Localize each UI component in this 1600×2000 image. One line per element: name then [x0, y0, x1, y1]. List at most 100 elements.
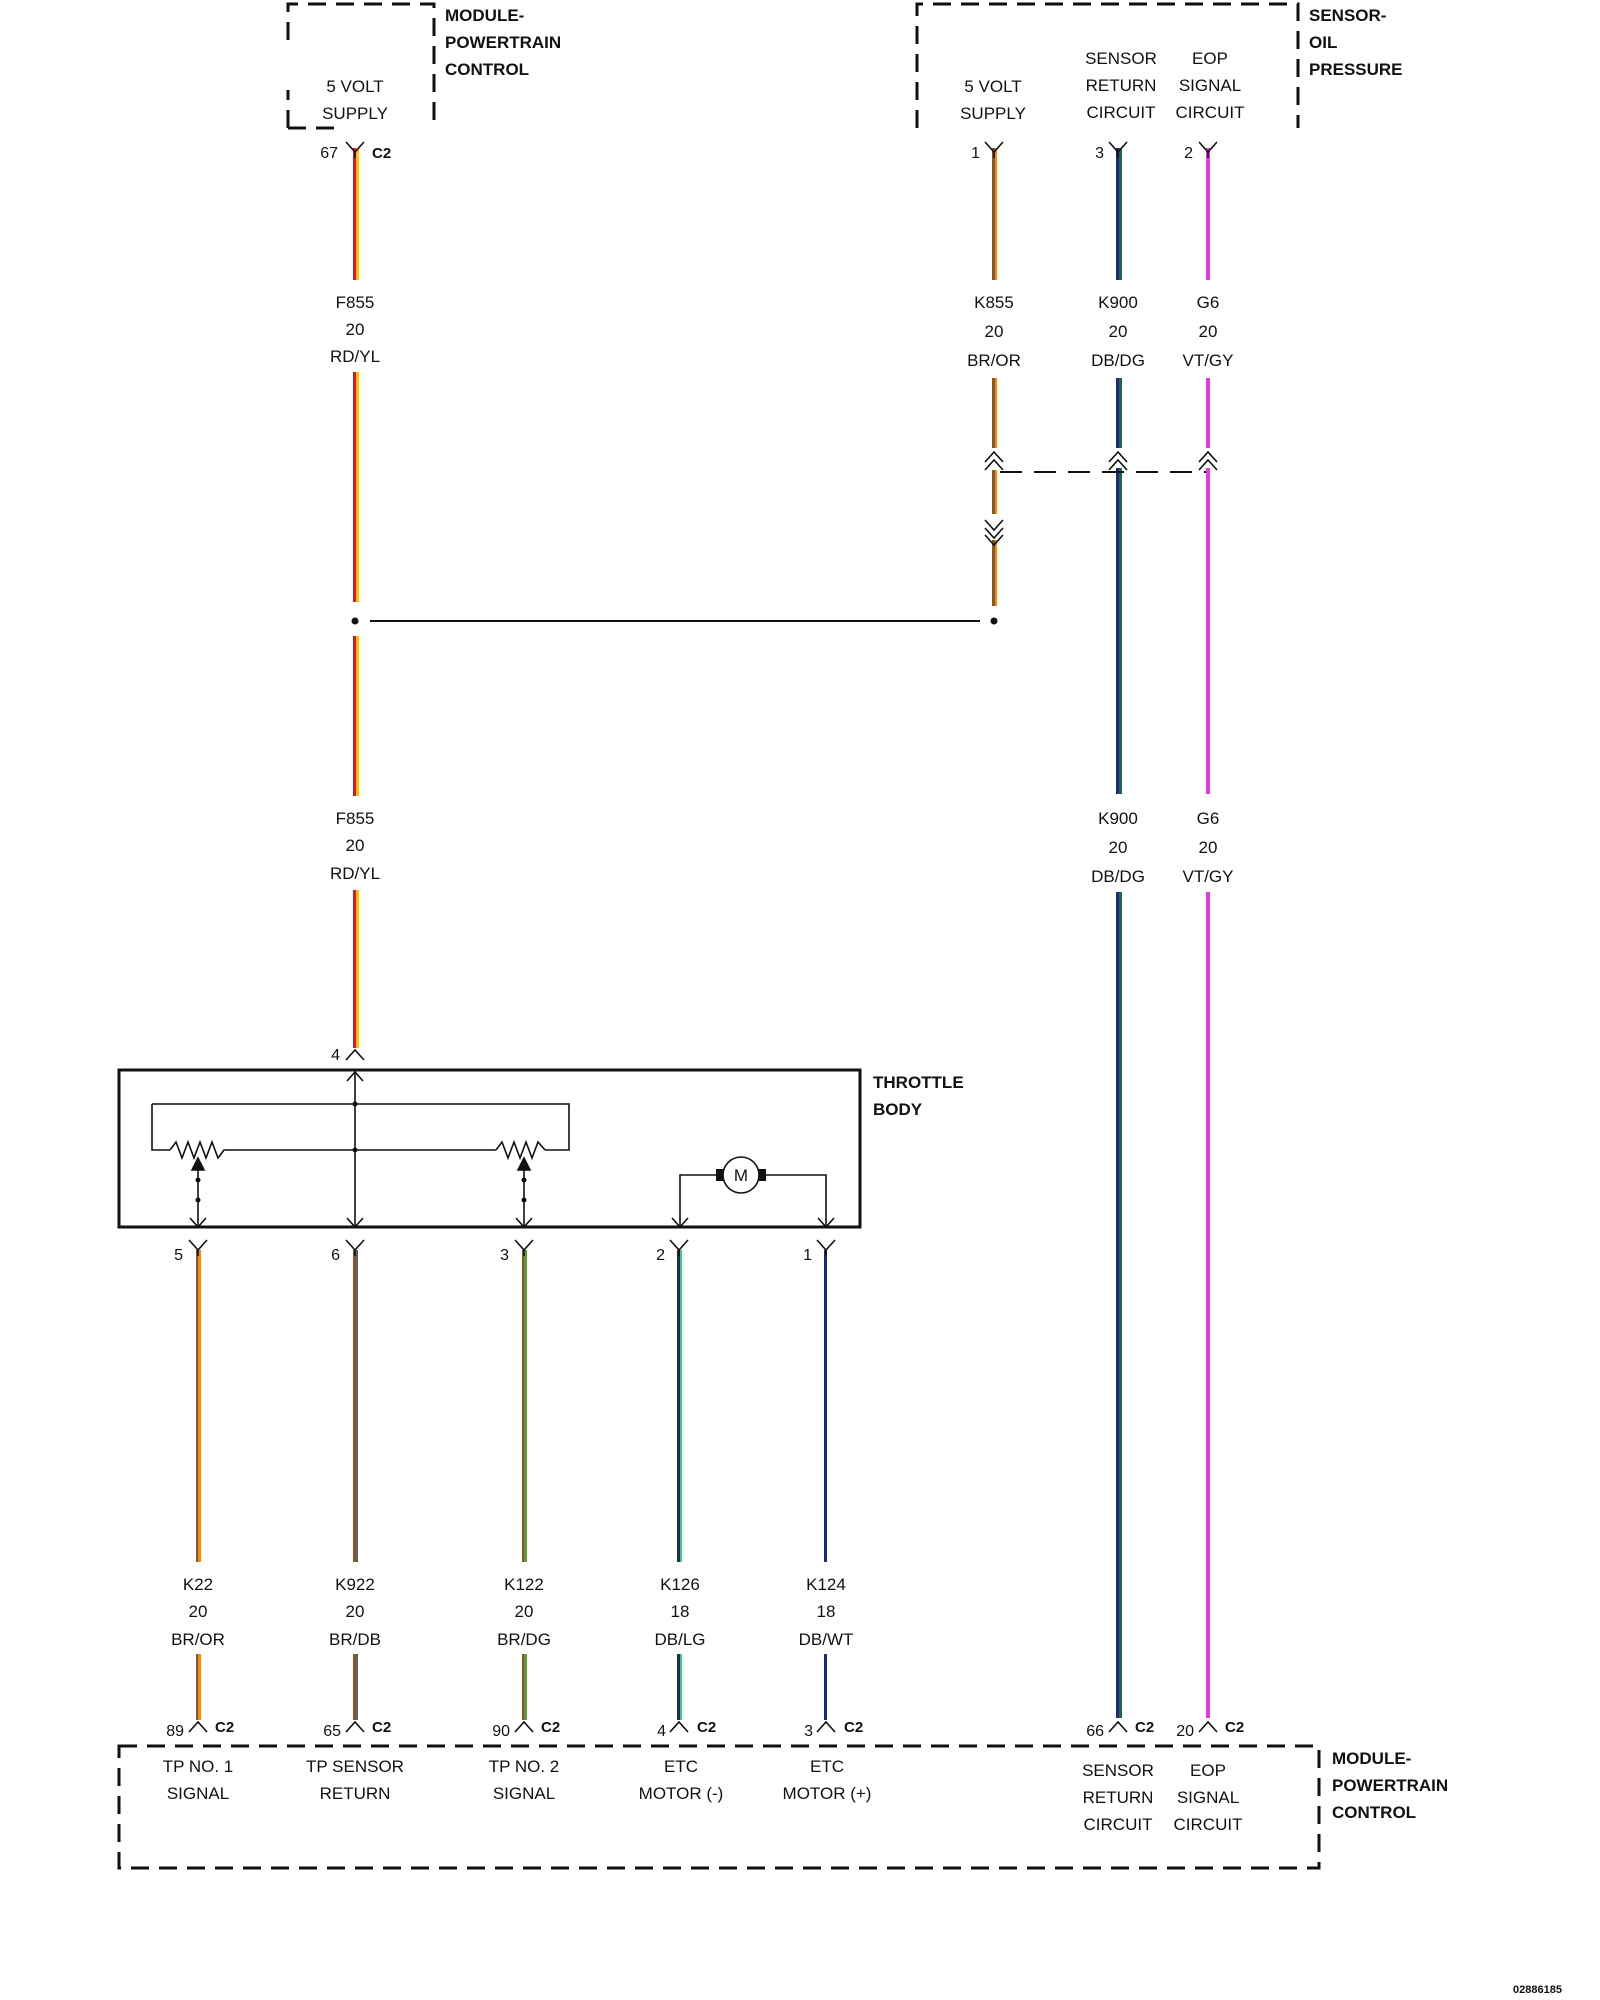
oil-sensor-pin2-label-1: EOP [1192, 49, 1228, 68]
g6-upper-color: VT/GY [1182, 351, 1233, 370]
k900-lower-color: DB/DG [1091, 867, 1145, 886]
oil-sensor-pin1-label-1: 5 VOLT [964, 77, 1021, 96]
k900-lower-gauge: 20 [1109, 838, 1128, 857]
pin-pcm-3-conn: C2 [844, 1719, 863, 1736]
k900-upper-color: DB/DG [1091, 351, 1145, 370]
pcm-etc-minus-label-1: ETC [664, 1757, 698, 1776]
k126-color: DB/LG [654, 1630, 705, 1649]
pin-throttle-1: 1 [803, 1247, 812, 1264]
pcm-tps-return-label-1: TP SENSOR [306, 1757, 404, 1776]
pin-pcm-20: 20 [1176, 1723, 1194, 1740]
f855-upper-id: F855 [336, 293, 375, 312]
document-number: 02886185 [1513, 1984, 1562, 1996]
f855-lower-gauge: 20 [346, 836, 365, 855]
f855-lower-id: F855 [336, 809, 375, 828]
pin-pcm-3: 3 [804, 1723, 813, 1740]
pin-pcm-20-conn: C2 [1225, 1719, 1244, 1736]
pcm-top-component: MODULE- POWERTRAIN CONTROL 5 VOLT SUPPLY [286, 2, 561, 130]
g6-lower-color: VT/GY [1182, 867, 1233, 886]
pcm-tps-return-label-2: RETURN [320, 1784, 391, 1803]
pin-throttle-5: 5 [174, 1247, 183, 1264]
pin-pcm-65-conn: C2 [372, 1719, 391, 1736]
wire-g6 [1206, 148, 1210, 1718]
k126-gauge: 18 [671, 1602, 690, 1621]
k22-gauge: 20 [189, 1602, 208, 1621]
k122-gauge: 20 [515, 1602, 534, 1621]
pcm-sensor-return-label-1: SENSOR [1082, 1761, 1154, 1780]
pcm-bottom-component: MODULE- POWERTRAIN CONTROL TP NO. 1 SIGN… [117, 1744, 1448, 1870]
pin-throttle-2: 2 [656, 1247, 665, 1264]
k900-upper-gauge: 20 [1109, 322, 1128, 341]
pcm-bottom-title-2: POWERTRAIN [1332, 1776, 1448, 1795]
oil-pressure-sensor-component: SENSOR- OIL PRESSURE 5 VOLT SUPPLY SENSO… [915, 2, 1403, 128]
pcm-eop-signal-label-1: EOP [1190, 1761, 1226, 1780]
k855-gauge: 20 [985, 322, 1004, 341]
motor-icon: M [716, 1156, 766, 1194]
wire-k126 [677, 1250, 682, 1720]
oil-sensor-title-3: PRESSURE [1309, 60, 1403, 79]
splice-connection [351, 617, 998, 625]
wire-f855-upper [353, 148, 359, 602]
oil-sensor-pin1-label-2: SUPPLY [960, 104, 1026, 123]
k124-id: K124 [806, 1575, 846, 1594]
pcm-etc-minus-label-2: MOTOR (-) [639, 1784, 724, 1803]
wire-k124 [824, 1250, 828, 1720]
k900-lower-id: K900 [1098, 809, 1138, 828]
oil-sensor-pin3-label-3: CIRCUIT [1087, 103, 1156, 122]
wire-k922 [353, 1250, 358, 1720]
pcm-tp2-label-1: TP NO. 2 [489, 1757, 560, 1776]
pin-pcm-90: 90 [492, 1723, 510, 1740]
pin-throttle-top: 4 [331, 1047, 340, 1064]
pcm-top-pin-label-2: SUPPLY [322, 104, 388, 123]
f855-upper-color: RD/YL [330, 347, 380, 366]
pin-pcm-66: 66 [1086, 1723, 1104, 1740]
throttle-body-component: THROTTLE BODY [117, 1068, 964, 1229]
g6-upper-id: G6 [1197, 293, 1220, 312]
k126-id: K126 [660, 1575, 700, 1594]
k124-gauge: 18 [817, 1602, 836, 1621]
oil-sensor-title-2: OIL [1309, 33, 1337, 52]
pcm-top-title-1: MODULE- [445, 6, 524, 25]
wire-k900 [1116, 148, 1122, 1718]
pcm-eop-signal-label-3: CIRCUIT [1174, 1815, 1243, 1834]
pin-pcm-top-num: 67 [320, 145, 338, 162]
pin-pcm-89-conn: C2 [215, 1719, 234, 1736]
pcm-tp1-label-2: SIGNAL [167, 1784, 229, 1803]
k922-id: K922 [335, 1575, 375, 1594]
k122-id: K122 [504, 1575, 544, 1594]
k122-color: BR/DG [497, 1630, 551, 1649]
pin-sensor-3: 3 [1095, 145, 1104, 162]
pin-numbers: 67 C2 1 3 2 4 5 6 3 2 1 89 C2 65 C2 90 C… [166, 145, 1244, 1740]
pcm-top-title-2: POWERTRAIN [445, 33, 561, 52]
pin-throttle-3: 3 [500, 1247, 509, 1264]
throttle-body-title-2: BODY [873, 1100, 923, 1119]
inline-connector [984, 450, 1218, 547]
oil-sensor-pin2-label-2: SIGNAL [1179, 76, 1241, 95]
wire-k855 [992, 148, 997, 606]
k922-gauge: 20 [346, 1602, 365, 1621]
pin-pcm-4: 4 [657, 1723, 666, 1740]
oil-sensor-pin2-label-3: CIRCUIT [1176, 103, 1245, 122]
pin-pcm-4-conn: C2 [697, 1719, 716, 1736]
motor-label: M [734, 1166, 748, 1185]
pin-throttle-6: 6 [331, 1247, 340, 1264]
wire-f855-lower [353, 636, 359, 1048]
g6-lower-gauge: 20 [1199, 838, 1218, 857]
wire-labels: F855 20 RD/YL K855 20 BR/OR K900 20 DB/D… [171, 293, 1233, 1649]
pcm-top-pin-label-1: 5 VOLT [326, 77, 383, 96]
pin-pcm-90-conn: C2 [541, 1719, 560, 1736]
g6-lower-id: G6 [1197, 809, 1220, 828]
k922-color: BR/DB [329, 1630, 381, 1649]
f855-upper-gauge: 20 [346, 320, 365, 339]
oil-sensor-pin3-label-2: RETURN [1086, 76, 1157, 95]
pcm-sensor-return-label-2: RETURN [1083, 1788, 1154, 1807]
k900-upper-id: K900 [1098, 293, 1138, 312]
pcm-eop-signal-label-2: SIGNAL [1177, 1788, 1239, 1807]
pcm-bottom-title-3: CONTROL [1332, 1803, 1416, 1822]
k124-color: DB/WT [799, 1630, 854, 1649]
pin-sensor-2: 2 [1184, 145, 1193, 162]
oil-sensor-pin3-label-1: SENSOR [1085, 49, 1157, 68]
pin-pcm-89: 89 [166, 1723, 184, 1740]
pcm-tp2-label-2: SIGNAL [493, 1784, 555, 1803]
